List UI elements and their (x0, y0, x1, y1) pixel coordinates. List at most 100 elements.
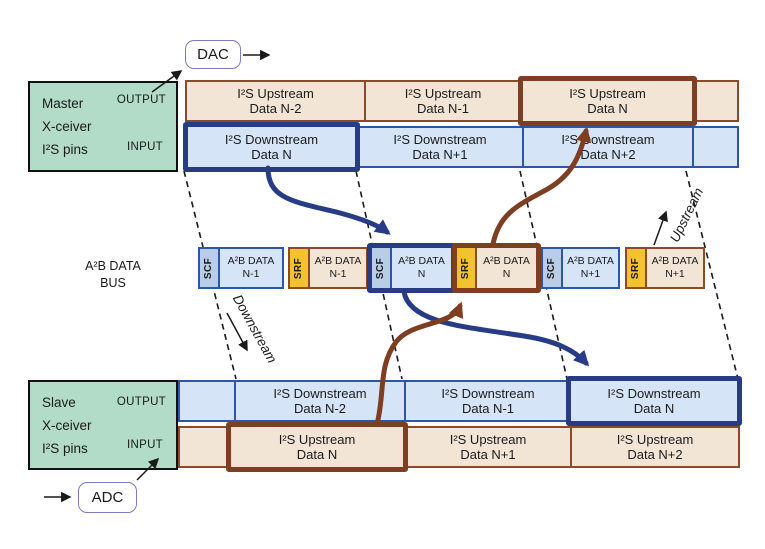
bus-block-srf-a2b-data-n-highlighted: SRF A²B DATA N (452, 243, 541, 293)
srf-tag-label: SRF (630, 257, 642, 279)
master-name-line3: I²S pins (42, 142, 88, 157)
scf-tag: SCF (200, 249, 220, 287)
scf-tag-label: SCF (375, 257, 387, 279)
master-xceiver-name: Master X-ceiver I²S pins (42, 92, 92, 161)
bus-block-data: A²B DATA N (392, 248, 451, 288)
bus-block-line2: N-1 (242, 268, 260, 280)
master-name-line1: Master (42, 96, 84, 111)
cell-label-line1: I²S Upstream (569, 85, 646, 101)
scf-tag-label: SCF (546, 257, 558, 279)
cell-top-downstream-data-n-plus-1: I²S Downstream Data N+1 (358, 128, 522, 166)
bus-block-srf-a2b-data-n-1: SRF A²B DATA N-1 (288, 247, 368, 289)
bus-block-line1: A²B DATA (567, 255, 614, 268)
cell-label-line2: Data N (633, 401, 675, 416)
bus-block-data: A²B DATA N-1 (310, 249, 366, 287)
bus-block-line1: A²B DATA (483, 255, 530, 268)
bus-block-scf-a2b-data-n-plus-1: SCF A²B DATA N+1 (541, 247, 620, 289)
slave-name-line2: X-ceiver (42, 418, 92, 433)
scf-tag: SCF (543, 249, 563, 287)
cell-bottom-upstream-empty (180, 428, 230, 466)
cell-label-line1: I²S Upstream (404, 85, 482, 101)
cell-label-line1: I²S Upstream (278, 431, 356, 447)
cell-bottom-downstream-data-n-highlighted: I²S Downstream Data N (566, 376, 742, 426)
master-xceiver-box: Master X-ceiver I²S pins OUTPUT INPUT (28, 81, 178, 172)
cell-top-downstream-empty (692, 128, 737, 166)
cell-label-line2: Data N (251, 147, 292, 162)
cell-label-line1: I²S Downstream (393, 131, 487, 147)
cell-label-line2: Data N+1 (460, 447, 516, 462)
cell-top-upstream-data-n-highlighted: I²S Upstream Data N (518, 76, 697, 126)
cell-label-line2: Data N-1 (461, 401, 515, 416)
cell-bottom-upstream-data-n-plus-2: I²S Upstream Data N+2 (570, 428, 738, 466)
cell-label-line2: Data N-2 (249, 101, 302, 116)
cell-bottom-upstream-data-n-plus-1: I²S Upstream Data N+1 (404, 428, 570, 466)
slave-xceiver-box: Slave X-ceiver I²S pins OUTPUT INPUT (28, 380, 178, 470)
cell-bottom-downstream-empty (180, 382, 234, 420)
scf-tag-label: SCF (203, 257, 215, 279)
srf-tag: SRF (627, 249, 647, 287)
cell-top-upstream-data-n-1: I²S Upstream Data N-1 (364, 82, 520, 120)
cell-label-line2: Data N+1 (412, 147, 468, 162)
bus-block-scf-a2b-data-n-1: SCF A²B DATA N-1 (198, 247, 284, 289)
cell-label-line1: I²S Upstream (237, 85, 314, 101)
bus-block-data: A²B DATA N+1 (647, 249, 703, 287)
cell-top-upstream-empty (695, 82, 737, 120)
slave-input-label: INPUT (127, 439, 163, 451)
adc-box: ADC (78, 482, 137, 513)
bus-block-line1: A²B DATA (398, 255, 445, 268)
upstream-direction-label: Upstream (667, 185, 707, 245)
bus-block-data: A²B DATA N (477, 248, 536, 288)
row-top-i2s-upstream: I²S Upstream Data N-2 I²S Upstream Data … (185, 76, 739, 126)
cell-label-line2: Data N (296, 447, 338, 462)
downstream-curve-bus-to-slave (401, 289, 590, 367)
srf-tag-label: SRF (293, 257, 305, 279)
cell-label-line1: I²S Downstream (561, 131, 655, 147)
slave-output-label: OUTPUT (116, 396, 166, 408)
srf-tag-label: SRF (460, 257, 472, 279)
cell-bottom-upstream-data-n-highlighted: I²S Upstream Data N (226, 422, 408, 472)
cell-top-downstream-data-n-plus-2: I²S Downstream Data N+2 (522, 128, 692, 166)
bus-block-line1: A²B DATA (314, 255, 362, 268)
bus-block-scf-a2b-data-n-highlighted: SCF A²B DATA N (367, 243, 456, 293)
cell-label-line1: I²S Downstream (273, 385, 367, 401)
cell-label-line1: I²S Upstream (449, 431, 527, 447)
a2b-data-bus-label-line2: BUS (100, 275, 126, 290)
bus-block-line2: N-1 (329, 268, 347, 280)
a2b-data-bus-label: A²B DATA BUS (57, 258, 169, 292)
cell-bottom-downstream-data-n-2: I²S Downstream Data N-2 (234, 382, 404, 420)
slave-name-line1: Slave (42, 395, 76, 410)
cell-label-line2: Data N-2 (293, 401, 347, 416)
a2b-data-bus-label-line1: A²B DATA (85, 259, 141, 273)
bus-block-line1: A²B DATA (651, 255, 699, 268)
cell-label-line1: I²S Downstream (607, 385, 701, 401)
downstream-direction-label: Downstream (229, 292, 280, 366)
cell-label-line2: Data N+2 (627, 447, 683, 462)
scf-tag: SCF (372, 248, 392, 288)
master-input-label: INPUT (127, 141, 163, 153)
bus-block-line1: A²B DATA (227, 255, 275, 268)
upstream-direction-arrow (653, 210, 668, 246)
row-bottom-i2s-upstream: I²S Upstream Data N I²S Upstream Data N+… (178, 422, 740, 472)
master-output-label: OUTPUT (116, 94, 166, 106)
bus-block-data: A²B DATA N+1 (563, 249, 618, 287)
cell-bottom-downstream-data-n-1: I²S Downstream Data N-1 (404, 382, 570, 420)
dac-label: DAC (197, 46, 229, 63)
downstream-curve-master-to-bus (265, 165, 391, 235)
cell-label-line1: I²S Downstream (441, 385, 535, 401)
cell-label-line1: I²S Upstream (616, 431, 694, 447)
bus-block-line2: N (502, 268, 511, 280)
cell-top-downstream-data-n-highlighted: I²S Downstream Data N (183, 122, 360, 172)
adc-label: ADC (91, 489, 124, 506)
slave-name-line3: I²S pins (42, 441, 88, 456)
master-name-line2: X-ceiver (42, 119, 92, 134)
slave-xceiver-name: Slave X-ceiver I²S pins (42, 391, 92, 460)
cell-top-upstream-data-n-2: I²S Upstream Data N-2 (187, 82, 364, 120)
bus-block-data: A²B DATA N-1 (220, 249, 282, 287)
srf-tag: SRF (457, 248, 477, 288)
dac-box: DAC (185, 40, 241, 69)
cell-label-line2: Data N+2 (580, 147, 636, 162)
cell-label-line1: I²S Downstream (224, 131, 319, 147)
srf-tag: SRF (290, 249, 310, 287)
cell-label-line2: Data N-1 (416, 101, 470, 116)
